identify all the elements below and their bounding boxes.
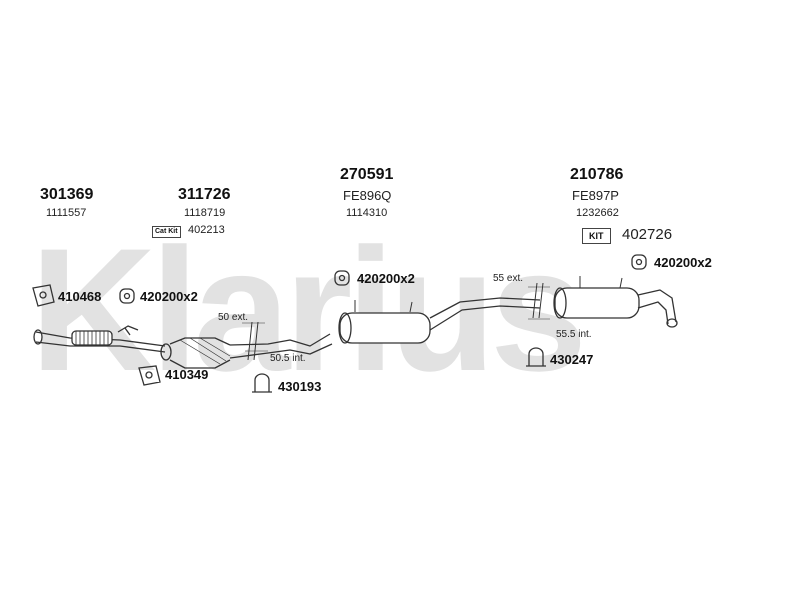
joint2-int-dim: 55.5 int.	[556, 329, 592, 340]
fitting-label: 420200x2	[654, 255, 712, 270]
joint1-ext-dim: 50 ext.	[218, 312, 249, 323]
fitting-label: 410349	[165, 367, 209, 382]
fitting-label: 430247	[550, 352, 594, 367]
cat-kit-code: 402213	[188, 224, 225, 236]
reference-rear-box: 1232662	[576, 207, 619, 219]
center-silencer	[338, 297, 541, 344]
kit-badge: KIT	[582, 228, 611, 244]
rubber-mount-icon	[334, 270, 350, 286]
rear-silencer	[553, 287, 678, 328]
part-number-rear-box: 210786	[570, 166, 624, 183]
clamp-icon	[526, 347, 546, 367]
rubber-mount-icon	[119, 288, 135, 304]
rubber-mount-icon	[631, 254, 647, 270]
gasket-icon	[138, 365, 161, 386]
front-pipe	[33, 325, 166, 353]
fitting-label: 430193	[278, 379, 322, 394]
fitting-label: 420200x2	[140, 289, 198, 304]
reference-cat: 1118719	[184, 207, 226, 219]
cat-kit-badge: Cat Kit	[152, 226, 181, 238]
fitting-label: 420200x2	[357, 271, 415, 286]
type-code-rear-box: FE897P	[572, 188, 619, 203]
part-number-cat: 311726	[178, 186, 231, 203]
reference-front-pipe: 1111557	[46, 207, 87, 219]
kit-code: 402726	[622, 226, 673, 243]
fitting-label: 410468	[58, 289, 102, 304]
watermark-text: Klarius	[30, 213, 581, 408]
reference-center-box: 1114310	[346, 207, 388, 219]
joint-markers	[242, 282, 550, 361]
joint1-int-dim: 50.5 int.	[270, 353, 306, 364]
part-number-center-box: 270591	[340, 166, 394, 183]
type-code-center-box: FE896Q	[343, 188, 392, 203]
part-number-front-pipe: 301369	[40, 186, 94, 203]
gasket-icon	[32, 284, 55, 307]
clamp-icon	[252, 373, 272, 393]
joint2-ext-dim: 55 ext.	[493, 273, 524, 284]
